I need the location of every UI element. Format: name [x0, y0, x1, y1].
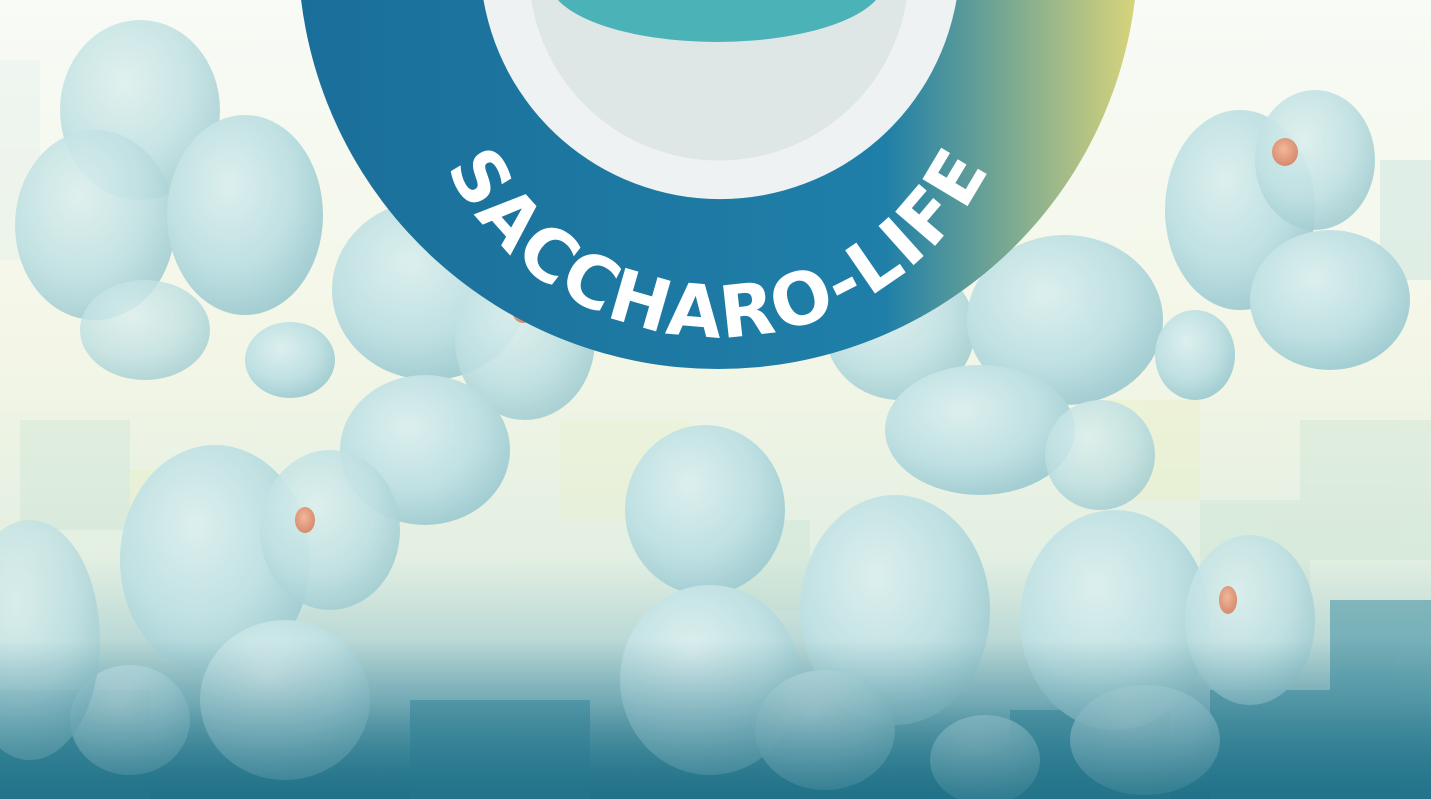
yeast-cluster-left: [15, 20, 323, 380]
yeast-cluster-right: [1165, 90, 1410, 370]
badge-inner-disc: [558, 0, 876, 42]
saccharo-life-badge: SACCHARO-LIFE: [301, 0, 1135, 369]
